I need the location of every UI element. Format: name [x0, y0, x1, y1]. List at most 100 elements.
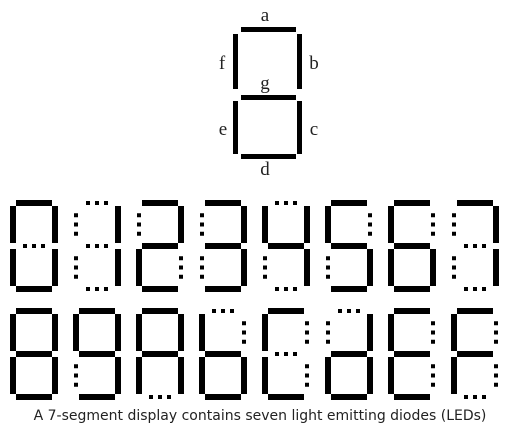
segment-off-e	[326, 256, 330, 279]
segment-label-a: a	[261, 5, 270, 26]
segment-off-b	[494, 321, 498, 344]
segment-on-c	[178, 357, 184, 394]
segment-on-b	[304, 206, 310, 243]
segment-on-f	[199, 314, 205, 351]
digit-glyph-2	[136, 200, 184, 292]
segment-on-c	[367, 357, 373, 394]
segment-on-g	[79, 351, 115, 357]
segment-off-f	[452, 213, 456, 236]
segment-on-g	[331, 351, 367, 357]
segment-off-b	[305, 321, 309, 344]
segment-off-e	[263, 256, 267, 279]
segment-on-d	[205, 394, 241, 400]
segment-off-g	[23, 244, 45, 248]
segment-on-a	[394, 308, 430, 314]
segment-off-d	[464, 287, 486, 291]
segment-off-e	[200, 256, 204, 279]
reference-segment-g	[241, 95, 296, 100]
segment-off-e	[452, 256, 456, 279]
segment-on-b	[178, 206, 184, 243]
segment-on-a	[268, 308, 304, 314]
reference-segment-e	[233, 101, 238, 154]
segment-label-b: b	[309, 53, 319, 74]
segment-label-g: g	[260, 73, 270, 94]
segment-on-c	[52, 357, 58, 394]
segment-on-f	[388, 314, 394, 351]
digit-glyph-4	[262, 201, 310, 291]
segment-off-d	[149, 395, 171, 399]
segment-on-c	[430, 249, 436, 286]
segment-on-c	[241, 357, 247, 394]
segment-on-f	[388, 206, 394, 243]
segment-off-a	[338, 309, 360, 313]
segment-off-e	[74, 256, 78, 279]
segment-on-a	[16, 308, 52, 314]
segment-off-c	[431, 364, 435, 387]
segment-off-g	[464, 244, 486, 248]
segment-on-c	[367, 249, 373, 286]
segment-on-c	[115, 249, 121, 286]
segment-on-g	[16, 351, 52, 357]
segment-label-c: c	[310, 119, 318, 140]
segment-on-e	[136, 357, 142, 394]
segment-on-c	[241, 249, 247, 286]
segment-on-e	[199, 357, 205, 394]
segment-on-d	[142, 286, 178, 292]
segment-on-g	[394, 351, 430, 357]
segment-on-e	[10, 249, 16, 286]
digit-glyph-3	[200, 200, 247, 292]
segment-on-a	[331, 200, 367, 206]
digit-glyph-C	[262, 308, 309, 400]
segment-on-f	[10, 314, 16, 351]
segment-on-f	[451, 314, 457, 351]
digit-glyph-d	[325, 309, 373, 400]
segment-on-c	[52, 249, 58, 286]
reference-segment-f	[233, 34, 238, 89]
reference-segment-c	[297, 101, 302, 154]
segment-on-b	[115, 206, 121, 243]
digit-glyph-8	[10, 308, 58, 400]
segment-off-b	[242, 321, 246, 344]
segment-on-a	[142, 200, 178, 206]
reference-segment-digit	[233, 27, 302, 159]
segment-on-e	[136, 249, 142, 286]
segment-on-b	[52, 314, 58, 351]
segment-label-e: e	[219, 119, 227, 140]
segment-on-d	[205, 286, 241, 292]
segment-off-f	[326, 321, 330, 344]
segment-on-c	[115, 357, 121, 394]
segment-on-e	[388, 357, 394, 394]
segment-on-e	[10, 357, 16, 394]
segment-label-d: d	[260, 159, 270, 180]
segment-on-e	[451, 357, 457, 394]
reference-segment-d	[241, 154, 296, 159]
segment-on-a	[142, 308, 178, 314]
segment-on-d	[394, 286, 430, 292]
segment-on-d	[16, 286, 52, 292]
segment-on-g	[268, 243, 304, 249]
segment-on-a	[394, 200, 430, 206]
caption: A 7-segment display contains seven light…	[33, 408, 487, 424]
segment-on-d	[79, 394, 115, 400]
seven-segment-diagram: a b c d e f g	[10, 5, 499, 400]
segment-on-b	[178, 314, 184, 351]
digit-grid	[10, 200, 499, 400]
digit-glyph-b	[199, 309, 247, 400]
segment-on-a	[205, 200, 241, 206]
segment-on-b	[52, 206, 58, 243]
segment-off-e	[74, 364, 78, 387]
segment-off-d	[86, 287, 108, 291]
segment-off-a	[86, 201, 108, 205]
segment-off-c	[494, 364, 498, 387]
segment-on-g	[205, 243, 241, 249]
digit-glyph-5	[325, 200, 373, 292]
segment-on-a	[457, 200, 493, 206]
segment-on-d	[394, 394, 430, 400]
segment-on-f	[262, 206, 268, 243]
digit-glyph-1	[74, 201, 121, 291]
segment-on-c	[493, 249, 499, 286]
segment-on-g	[394, 243, 430, 249]
segment-on-f	[73, 314, 79, 351]
segment-off-b	[368, 213, 372, 236]
segment-off-g	[86, 244, 108, 248]
